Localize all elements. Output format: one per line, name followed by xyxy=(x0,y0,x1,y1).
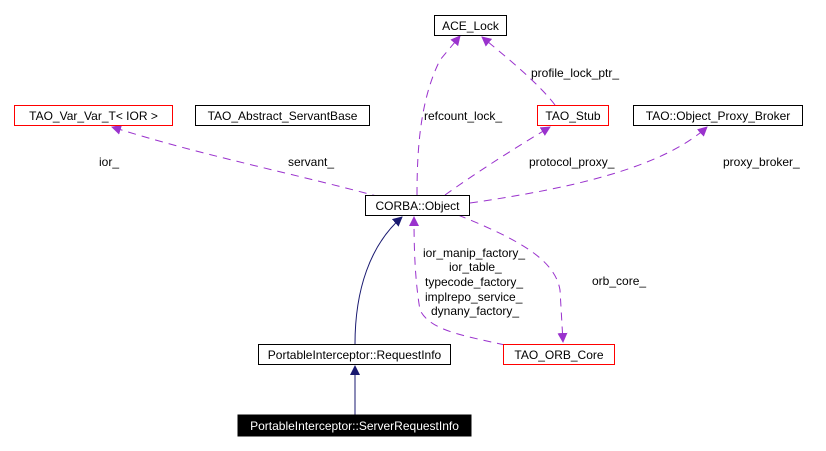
svg-text:PortableInterceptor::RequestIn: PortableInterceptor::RequestInfo xyxy=(268,348,442,362)
edges xyxy=(112,36,707,415)
edge-label-ior-manip-factory: ior_manip_factory_ xyxy=(423,246,525,260)
edge-inherit-requestinfo-corba xyxy=(354,216,403,345)
svg-text:TAO_Stub: TAO_Stub xyxy=(545,109,600,123)
edge-refcount-lock xyxy=(416,35,461,196)
edge-label-ior-table: ior_table_ xyxy=(449,260,502,274)
edge-orb-core-factories xyxy=(409,216,506,346)
edge-label-typecode-factory: typecode_factory_ xyxy=(425,275,523,289)
svg-text:TAO_ORB_Core: TAO_ORB_Core xyxy=(514,348,603,362)
node-tao-stub[interactable]: TAO_Stub xyxy=(537,105,609,126)
edge-label-dynany-factory: dynany_factory_ xyxy=(431,304,519,318)
edge-label-implrepo-service: implrepo_service_ xyxy=(425,290,523,304)
node-tao-object-proxy-broker[interactable]: TAO::Object_Proxy_Broker xyxy=(633,105,803,126)
edge-profile-lock-ptr xyxy=(481,36,556,106)
svg-text:ACE_Lock: ACE_Lock xyxy=(442,19,500,33)
node-ace-lock[interactable]: ACE_Lock xyxy=(434,15,507,36)
node-tao-abstract-servantbase[interactable]: TAO_Abstract_ServantBase xyxy=(195,105,370,126)
edge-protocol-proxy xyxy=(444,126,551,196)
node-tao-var-var[interactable]: TAO_Var_Var_T< IOR > xyxy=(14,105,173,126)
edge-labels: refcount_lock_ profile_lock_ptr_ ior_ se… xyxy=(99,66,800,318)
node-pi-serverrequestinfo: PortableInterceptor::ServerRequestInfo xyxy=(237,414,472,437)
edge-orb-core xyxy=(457,214,568,343)
svg-text:PortableInterceptor::ServerReq: PortableInterceptor::ServerRequestInfo xyxy=(250,419,459,433)
edge-label-protocol-proxy: protocol_proxy_ xyxy=(529,155,615,169)
node-tao-orb-core[interactable]: TAO_ORB_Core xyxy=(503,344,615,365)
edge-proxy-broker xyxy=(469,126,708,204)
svg-text:CORBA::Object: CORBA::Object xyxy=(375,199,460,213)
edge-label-profile-lock-ptr: profile_lock_ptr_ xyxy=(531,66,619,80)
edge-label-orb-core: orb_core_ xyxy=(592,274,646,288)
edge-label-servant: servant_ xyxy=(288,155,334,169)
edge-label-ior: ior_ xyxy=(99,155,119,169)
svg-text:TAO_Abstract_ServantBase: TAO_Abstract_ServantBase xyxy=(208,109,358,123)
edge-label-refcount-lock: refcount_lock_ xyxy=(424,109,502,123)
edge-label-proxy-broker: proxy_broker_ xyxy=(723,155,800,169)
edge-ior xyxy=(111,124,381,198)
node-pi-requestinfo[interactable]: PortableInterceptor::RequestInfo xyxy=(258,344,451,365)
svg-text:TAO_Var_Var_T< IOR >: TAO_Var_Var_T< IOR > xyxy=(29,109,158,123)
svg-text:TAO::Object_Proxy_Broker: TAO::Object_Proxy_Broker xyxy=(646,109,791,123)
node-corba-object[interactable]: CORBA::Object xyxy=(365,195,470,216)
